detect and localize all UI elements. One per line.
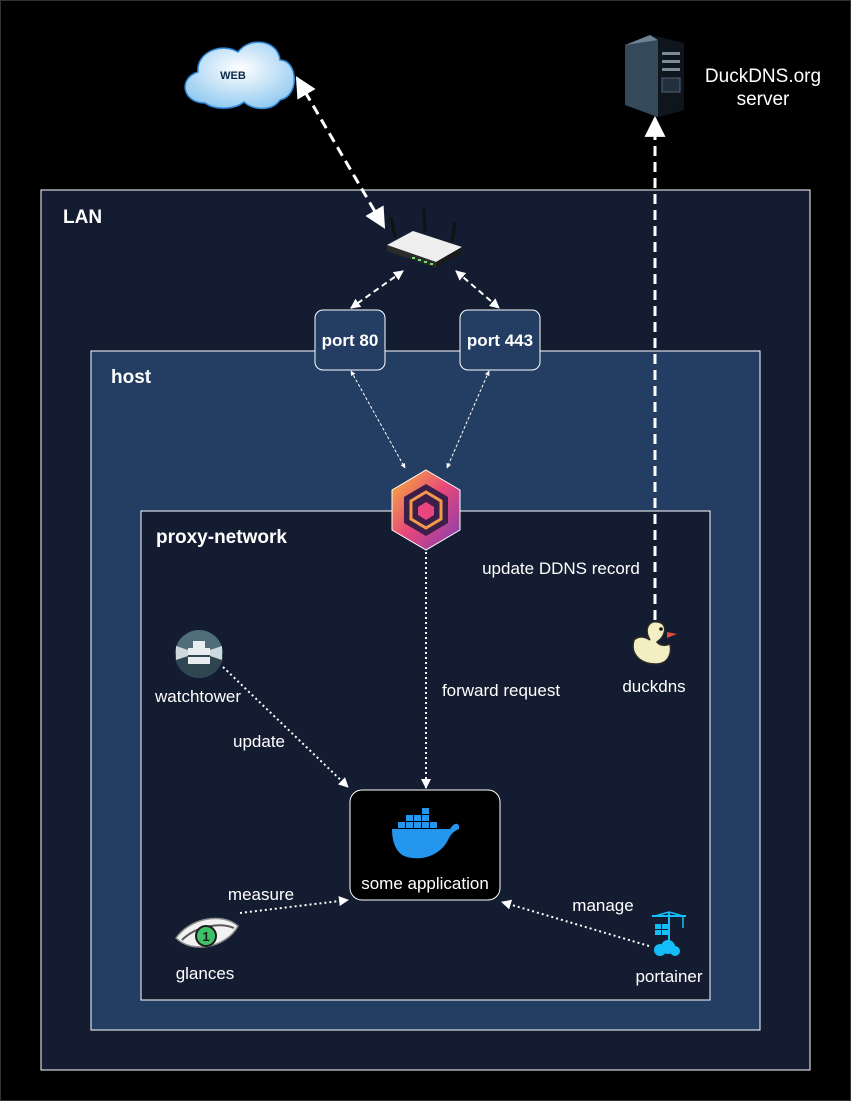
server-label-line2: server (737, 89, 790, 110)
edge-web-router (295, 76, 386, 229)
edge-label-forward-request: forward request (442, 681, 560, 700)
host-label: host (111, 367, 152, 388)
port-443-node: port 443 (459, 309, 541, 371)
reverse-proxy-icon (391, 469, 461, 551)
port-80-node: port 80 (314, 309, 386, 371)
edge-label-update-ddns: update DDNS record (482, 559, 640, 578)
port-443-label: port 443 (467, 331, 533, 350)
edge-label-measure: measure (228, 885, 294, 904)
lan-label: LAN (63, 207, 102, 228)
router-icon (387, 208, 462, 268)
glances-icon: 1 (175, 917, 239, 948)
edge-watchtower-application (222, 666, 349, 788)
edge-portainer-application (501, 899, 650, 947)
web-label: WEB (220, 70, 246, 82)
glances-label: glances (176, 964, 235, 983)
application-node: some application (349, 789, 501, 901)
edge-port-443-proxy (446, 370, 490, 469)
duck-icon (632, 621, 677, 665)
edge-port-80-proxy (350, 370, 406, 469)
portainer-icon (652, 911, 686, 956)
port-80-label: port 80 (322, 331, 379, 350)
watchtower-icon (175, 630, 223, 678)
glances-icon-glyph: 1 (202, 929, 209, 944)
edge-label-update: update (233, 732, 285, 751)
web-cloud-icon: WEB (184, 41, 295, 110)
edge-label-manage: manage (572, 896, 633, 915)
docker-whale-icon (392, 808, 460, 859)
watchtower-label: watchtower (154, 687, 241, 706)
duckdns-label: duckdns (622, 677, 685, 696)
portainer-label: portainer (635, 967, 702, 986)
edges (222, 76, 666, 947)
server-icon (625, 35, 684, 117)
edge-router-port-80 (350, 270, 404, 309)
app-label: some application (361, 874, 489, 893)
edge-glances-application (239, 896, 349, 914)
server-label-line1: DuckDNS.org (705, 66, 821, 87)
proxy-network-label: proxy-network (156, 527, 287, 548)
